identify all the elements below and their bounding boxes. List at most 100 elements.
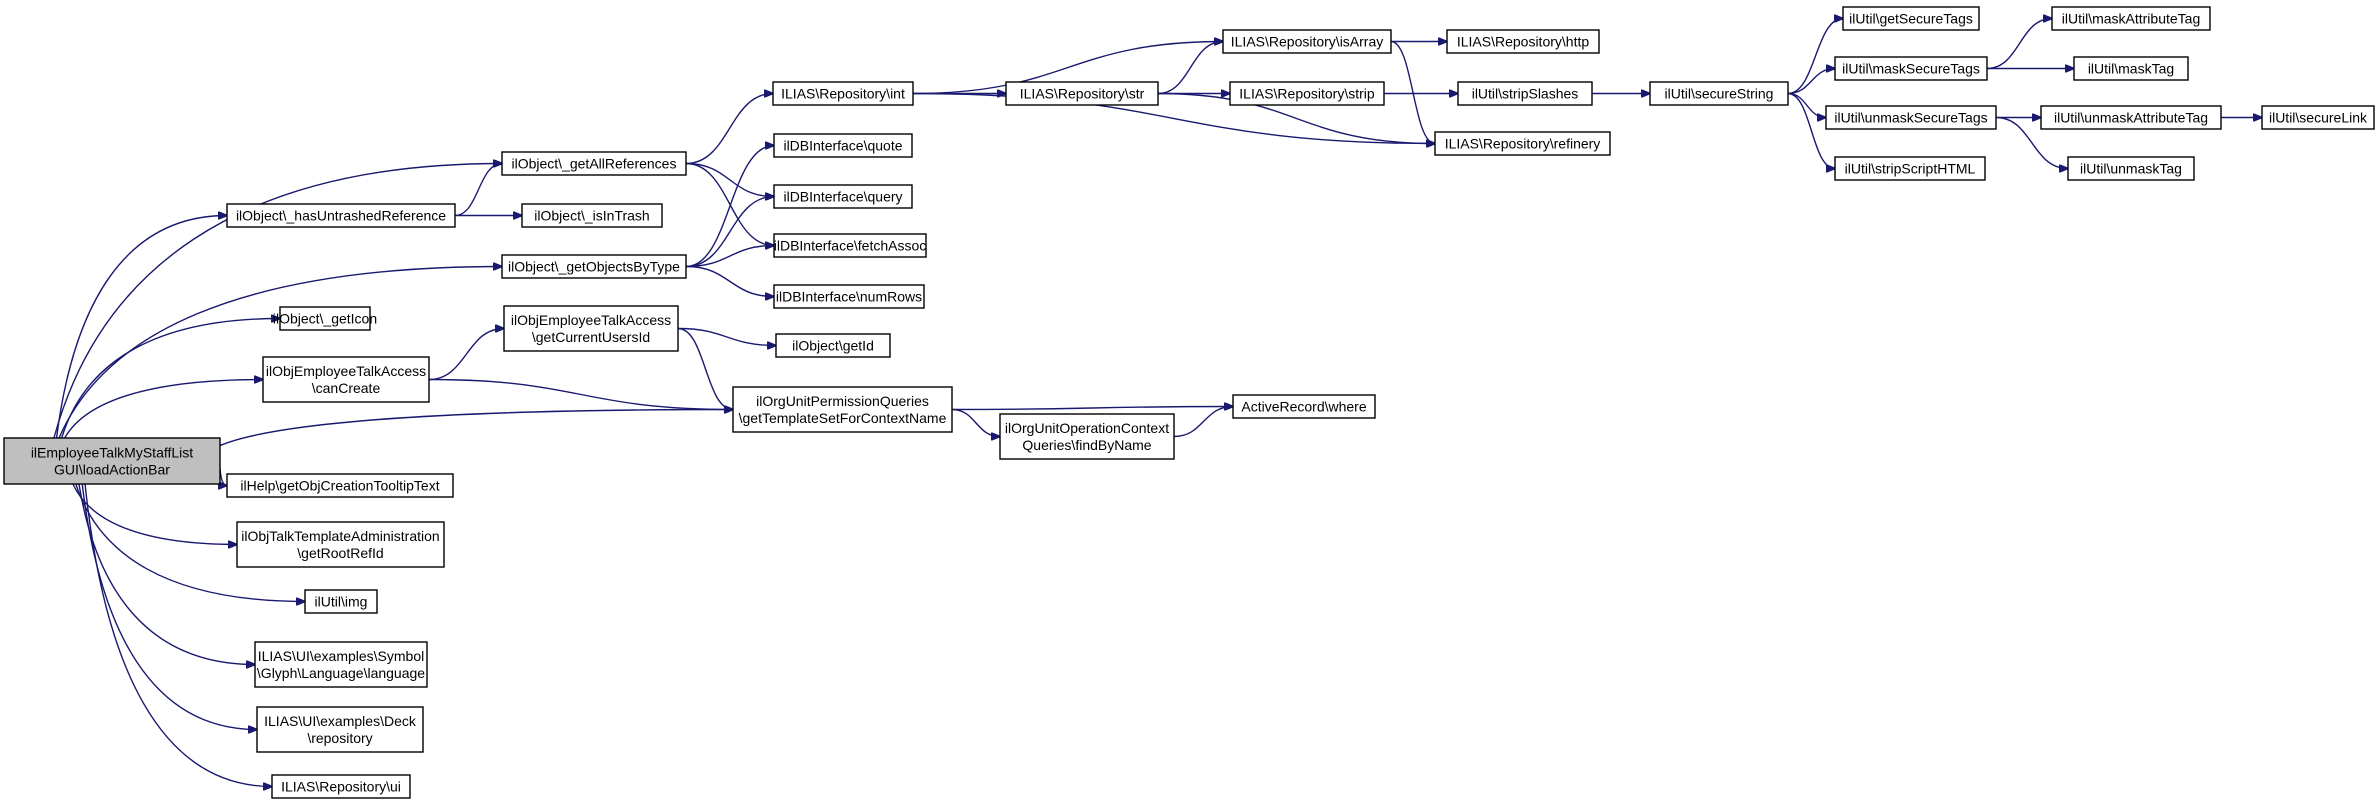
node-label: Queries\findByName (1022, 437, 1151, 453)
edge-root-to-deck (81, 483, 257, 730)
node-is-array[interactable]: ILIAS\Repository\isArray (1222, 29, 1392, 54)
node-box (773, 133, 913, 158)
node-mask-secure-tags[interactable]: ilUtil\maskSecureTags (1834, 56, 1988, 81)
node-label: ILIAS\Repository\str (1020, 86, 1145, 102)
node-label: ILIAS\Repository\http (1457, 34, 1590, 50)
node-get-icon[interactable]: ilObject\_getIcon (273, 306, 377, 331)
node-label: \repository (307, 730, 372, 746)
node-unmask-tag[interactable]: ilUtil\unmaskTag (2067, 156, 2195, 181)
node-label: ilUtil\stripSlashes (1472, 86, 1579, 102)
node-http[interactable]: ILIAS\Repository\http (1446, 29, 1600, 54)
node-box (1649, 81, 1789, 106)
node-box (501, 254, 687, 279)
node-box (1434, 131, 1611, 156)
node-label: ilUtil\stripScriptHTML (1845, 161, 1976, 177)
edge-get-objects-by-type-to-quote (685, 146, 774, 268)
node-label: ilDBInterface\numRows (776, 289, 922, 305)
node-mask-attribute-tag[interactable]: ilUtil\maskAttributeTag (2051, 6, 2211, 31)
node-label: ILIAS\Repository\strip (1239, 86, 1375, 102)
edge-repo-int-to-is-array (912, 42, 1223, 95)
node-box (501, 151, 687, 176)
node-secure-string[interactable]: ilUtil\secureString (1649, 81, 1789, 106)
node-root[interactable]: ilEmployeeTalkMyStaffListGUI\loadActionB… (3, 437, 221, 485)
node-repo-int[interactable]: ILIAS\Repository\int (772, 81, 914, 106)
node-tpl-admin[interactable]: ilObjTalkTemplateAdministration\getRootR… (236, 521, 445, 568)
node-box (226, 473, 454, 498)
edge-get-objects-by-type-to-query (685, 197, 774, 268)
node-label: \canCreate (312, 380, 381, 396)
edge-get-current-users-id-to-get-template-set (677, 327, 733, 410)
node-label: ILIAS\UI\examples\Symbol (258, 648, 425, 664)
edge-has-untrashed-to-get-all-references (454, 164, 502, 217)
node-label: ILIAS\Repository\ui (281, 779, 401, 795)
node-can-create[interactable]: ilObjEmployeeTalkAccess\canCreate (262, 356, 430, 403)
node-repo-ui[interactable]: ILIAS\Repository\ui (271, 774, 411, 799)
edge-get-all-references-to-query (685, 162, 774, 197)
node-box (1232, 394, 1376, 419)
node-unmask-secure-tags[interactable]: ilUtil\unmaskSecureTags (1825, 105, 1997, 130)
node-label: ActiveRecord\where (1241, 399, 1366, 415)
node-num-rows[interactable]: ilDBInterface\numRows (773, 284, 925, 309)
node-box (1825, 105, 1997, 130)
node-label: ilObject\_isInTrash (534, 208, 649, 224)
node-unmask-attribute-tag[interactable]: ilUtil\unmaskAttributeTag (2040, 105, 2222, 130)
node-refinery[interactable]: ILIAS\Repository\refinery (1434, 131, 1611, 156)
node-strip-slashes[interactable]: ilUtil\stripSlashes (1457, 81, 1593, 106)
node-get-objects-by-type[interactable]: ilObject\_getObjectsByType (501, 254, 687, 279)
node-is-in-trash[interactable]: ilObject\_isInTrash (521, 203, 663, 228)
node-find-by-name[interactable]: ilOrgUnitOperationContextQueries\findByN… (999, 413, 1175, 460)
node-repo-str[interactable]: ILIAS\Repository\str (1005, 81, 1159, 106)
node-has-untrashed[interactable]: ilObject\_hasUntrashedReference (226, 203, 456, 228)
node-get-template-set[interactable]: ilOrgUnitPermissionQueries\getTemplateSe… (732, 386, 953, 433)
node-tooltip[interactable]: ilHelp\getObjCreationTooltipText (226, 473, 454, 498)
node-box (271, 774, 411, 799)
node-query[interactable]: ilDBInterface\query (773, 184, 913, 209)
node-label: ilUtil\secureString (1665, 86, 1774, 102)
node-box (999, 413, 1175, 460)
node-secure-link[interactable]: ilUtil\secureLink (2261, 105, 2375, 130)
node-label: ilObjEmployeeTalkAccess (511, 312, 671, 328)
node-label: ilObjTalkTemplateAdministration (241, 528, 439, 544)
node-quote[interactable]: ilDBInterface\quote (773, 133, 913, 158)
node-fetch-assoc[interactable]: ilDBInterface\fetchAssoc (773, 233, 927, 258)
edge-root-to-can-create (64, 380, 263, 439)
node-repo-strip[interactable]: ILIAS\Repository\strip (1229, 81, 1385, 106)
node-box (2261, 105, 2375, 130)
node-label: ilUtil\secureLink (2269, 110, 2368, 126)
node-box (226, 203, 456, 228)
edge-root-to-tpl-admin (72, 483, 237, 545)
node-label: ilObject\_hasUntrashedReference (236, 208, 446, 224)
node-label: ilUtil\getSecureTags (1849, 11, 1973, 27)
node-mask-tag[interactable]: ilUtil\maskTag (2073, 56, 2189, 81)
edge-root-to-get-objects-by-type (58, 267, 502, 439)
edge-secure-string-to-unmask-secure-tags (1787, 92, 1826, 118)
node-glyph[interactable]: ILIAS\UI\examples\Symbol\Glyph\Language\… (254, 641, 428, 688)
node-label: ilOrgUnitPermissionQueries (756, 393, 929, 409)
node-img[interactable]: ilUtil\img (304, 589, 378, 614)
node-label: ilObject\_getIcon (273, 311, 377, 327)
node-box (1842, 6, 1980, 31)
node-deck[interactable]: ILIAS\UI\examples\Deck\repository (256, 706, 424, 753)
node-label: ilUtil\maskTag (2088, 61, 2174, 77)
node-box (1222, 29, 1392, 54)
node-box (1446, 29, 1600, 54)
node-get-id[interactable]: ilObject\getId (775, 333, 891, 358)
node-get-secure-tags[interactable]: ilUtil\getSecureTags (1842, 6, 1980, 31)
edge-get-objects-by-type-to-num-rows (685, 265, 774, 297)
node-strip-script-html[interactable]: ilUtil\stripScriptHTML (1834, 156, 1986, 181)
node-label: ILIAS\UI\examples\Deck (264, 713, 417, 729)
node-label: ilObject\_getAllReferences (512, 156, 677, 172)
node-box (1834, 156, 1986, 181)
node-get-all-references[interactable]: ilObject\_getAllReferences (501, 151, 687, 176)
node-label: ilUtil\unmaskAttributeTag (2054, 110, 2208, 126)
edge-unmask-secure-tags-to-unmask-tag (1995, 116, 2068, 169)
node-box (279, 306, 371, 331)
edge-repo-str-to-refinery (1157, 92, 1435, 144)
node-label: ilObject\_getObjectsByType (508, 259, 680, 275)
edge-root-to-repo-ui (84, 483, 272, 787)
node-box (503, 305, 679, 352)
node-get-current-users-id[interactable]: ilObjEmployeeTalkAccess\getCurrentUsersI… (503, 305, 679, 352)
edge-secure-string-to-strip-script-html (1787, 92, 1835, 169)
node-ar-where[interactable]: ActiveRecord\where (1232, 394, 1376, 419)
node-box (773, 184, 913, 209)
